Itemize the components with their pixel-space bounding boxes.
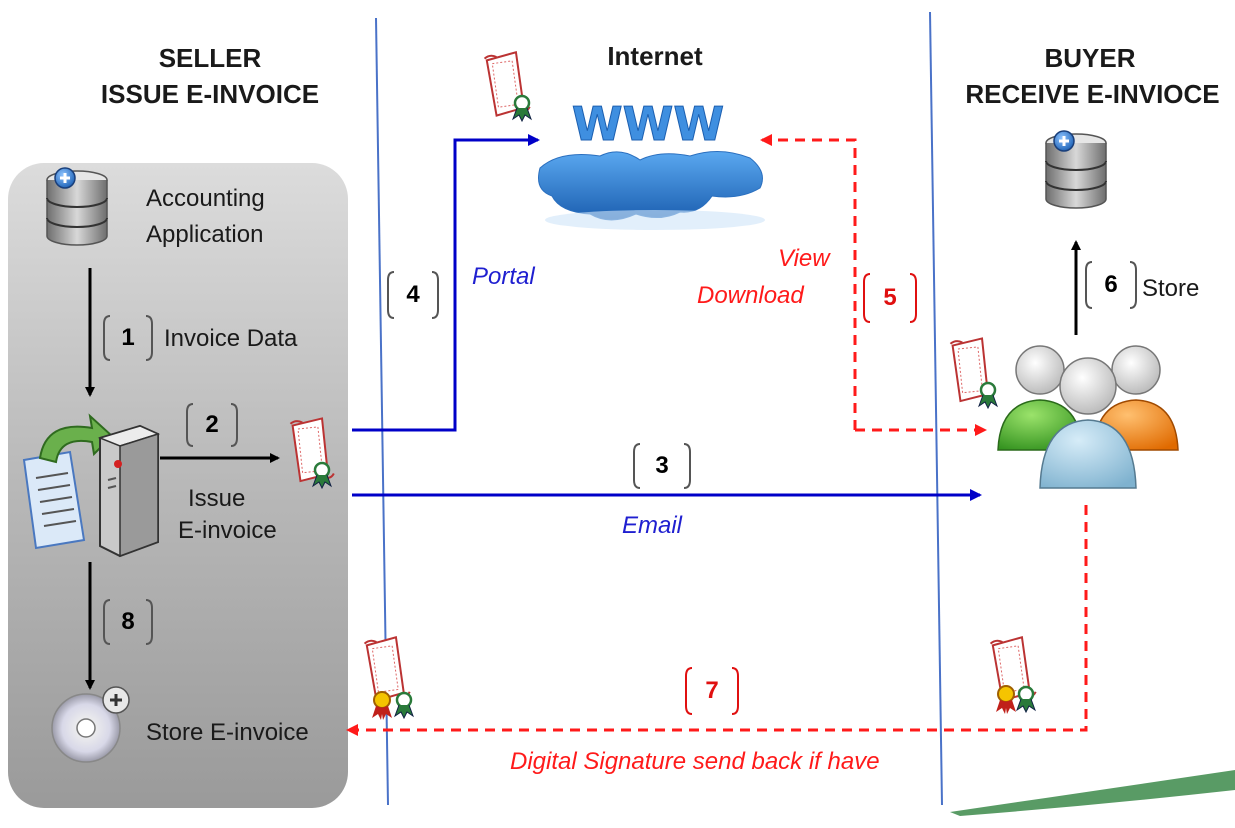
invoice-data-label: Invoice Data [164,325,298,352]
accounting-label-line1: Accounting [146,185,265,212]
step-1: 1 [121,324,135,351]
buyer-users-icon [997,345,1179,489]
internet-header: Internet [607,41,703,71]
return-seal-left-icon [371,691,393,721]
www-text: WWW [572,97,724,151]
step-4: 4 [406,281,420,308]
divider-right [929,11,943,806]
download-label: Download [697,282,804,309]
step-3: 3 [655,452,669,479]
view-download-line [760,134,857,430]
issue-label-line1: Issue [188,485,246,512]
www-world-icon: WWW [538,97,765,230]
signature-return-line [346,505,1088,736]
issue-label-line2: E-invoice [178,517,277,544]
return-seal-right-icon [995,685,1017,715]
portal-line [352,134,540,432]
step-5: 5 [883,284,897,311]
decorative-swoosh [950,770,1235,816]
buyer-header-line1: BUYER [1044,43,1136,73]
step-2: 2 [205,411,219,438]
store-label: Store [1142,275,1200,302]
seller-header-line1: SELLER [158,43,262,73]
view-label: View [778,245,830,272]
buyer-header-line2: RECEIVE E-INVIOCE [965,79,1220,109]
buyer-database-icon [1044,129,1108,210]
store-einvoice-label: Store E-invoice [146,719,309,746]
cd-storage-icon [51,686,130,763]
signature-back-label: Digital Signature send back if have [510,748,880,775]
seller-header-line2: ISSUE E-INVOICE [100,79,320,109]
accounting-label-line2: Application [146,221,264,248]
return-ribbon-right-icon [1015,685,1037,714]
portal-label: Portal [472,263,535,290]
return-ribbon-left-icon [393,691,415,720]
step-brackets [103,261,1137,645]
seller-panel [8,163,348,808]
accounting-database-icon [45,166,109,247]
issue-einvoice-icon [22,413,161,558]
email-label: Email [622,512,683,539]
step-6: 6 [1104,271,1118,298]
step-7: 7 [705,677,719,704]
step-brackets-red [685,273,917,715]
step-8: 8 [121,608,135,635]
return-certificate-left-icon [363,635,412,703]
